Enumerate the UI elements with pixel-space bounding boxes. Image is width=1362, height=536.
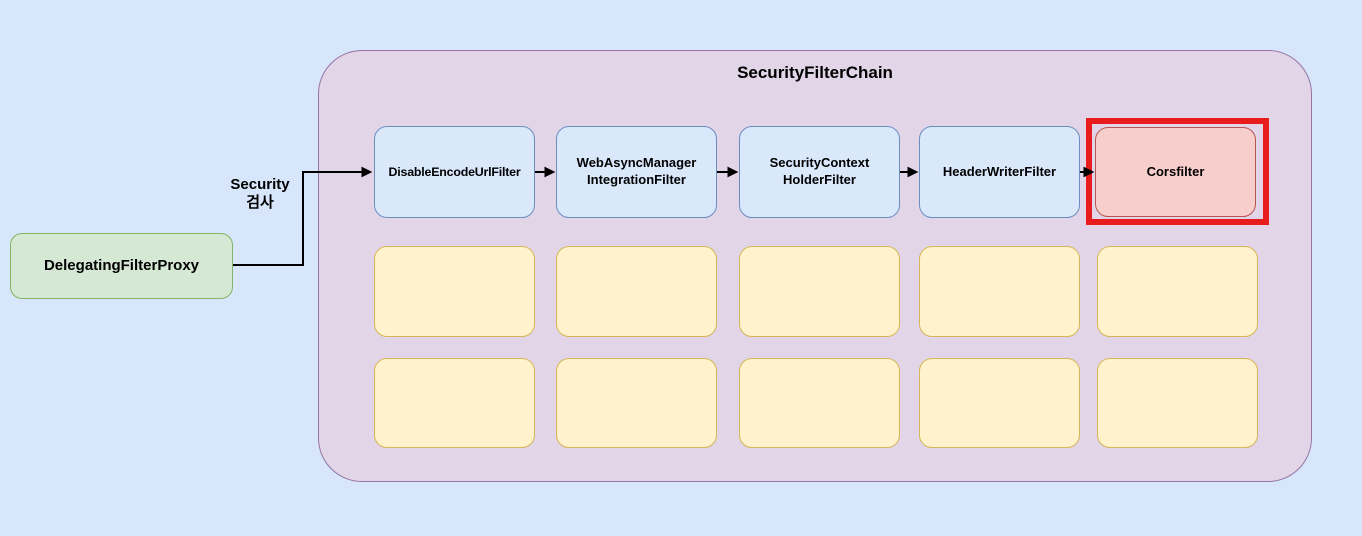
proxy-label: DelegatingFilterProxy [43, 257, 200, 275]
filter-label-line1: SecurityContext [769, 155, 870, 171]
placeholder-box [919, 246, 1080, 337]
placeholder-box [739, 358, 900, 448]
placeholder-box [556, 246, 717, 337]
security-check-label-line1: Security [230, 176, 290, 193]
placeholder-box [1097, 246, 1258, 337]
delegating-filter-proxy-box: DelegatingFilterProxy [10, 233, 233, 299]
filter-box-header-writer: HeaderWriterFilter [919, 126, 1080, 218]
placeholder-box [374, 358, 535, 448]
security-check-label-line2: 검사 [246, 194, 274, 211]
filter-box-disable-encode-url: DisableEncodeUrlFilter [374, 126, 535, 218]
placeholder-box [1097, 358, 1258, 448]
filter-box-security-context-holder: SecurityContext HolderFilter [739, 126, 900, 218]
placeholder-box [556, 358, 717, 448]
placeholder-box [374, 246, 535, 337]
placeholder-box [919, 358, 1080, 448]
filter-label: Corsfilter [1146, 163, 1205, 179]
filter-box-web-async-manager: WebAsyncManager IntegrationFilter [556, 126, 717, 218]
filter-label-line1: WebAsyncManager [576, 155, 697, 171]
corsfilter-highlight-outline [1086, 118, 1269, 225]
placeholder-box [739, 246, 900, 337]
filter-label-line2: IntegrationFilter [587, 172, 686, 187]
filter-label-line2: HolderFilter [783, 172, 856, 187]
filter-label: HeaderWriterFilter [942, 163, 1057, 179]
diagram-title: SecurityFilterChain [737, 63, 893, 82]
filter-label: DisableEncodeUrlFilter [388, 164, 521, 179]
security-check-label: Security 검사 [210, 176, 310, 212]
filter-box-corsfilter: Corsfilter [1095, 127, 1256, 217]
